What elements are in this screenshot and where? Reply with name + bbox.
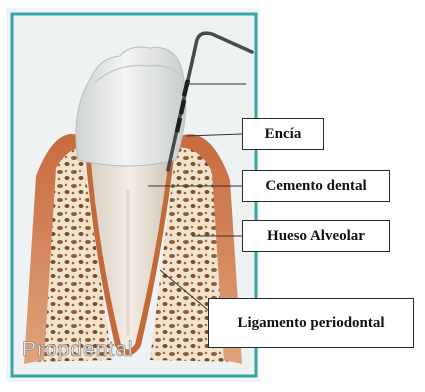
- label-ligamento-periodontal: Ligamento periodontal: [208, 298, 414, 348]
- label-hueso-alveolar: Hueso Alveolar: [242, 220, 390, 252]
- label-encia-text: Encía: [265, 126, 302, 143]
- watermark: Propdental: [22, 338, 134, 362]
- label-encia: Encía: [242, 118, 324, 150]
- label-hueso-text: Hueso Alveolar: [267, 228, 365, 245]
- label-cemento-dental: Cemento dental: [242, 170, 390, 202]
- label-cemento-text: Cemento dental: [265, 178, 366, 195]
- label-ligamento-text: Ligamento periodontal: [237, 315, 384, 332]
